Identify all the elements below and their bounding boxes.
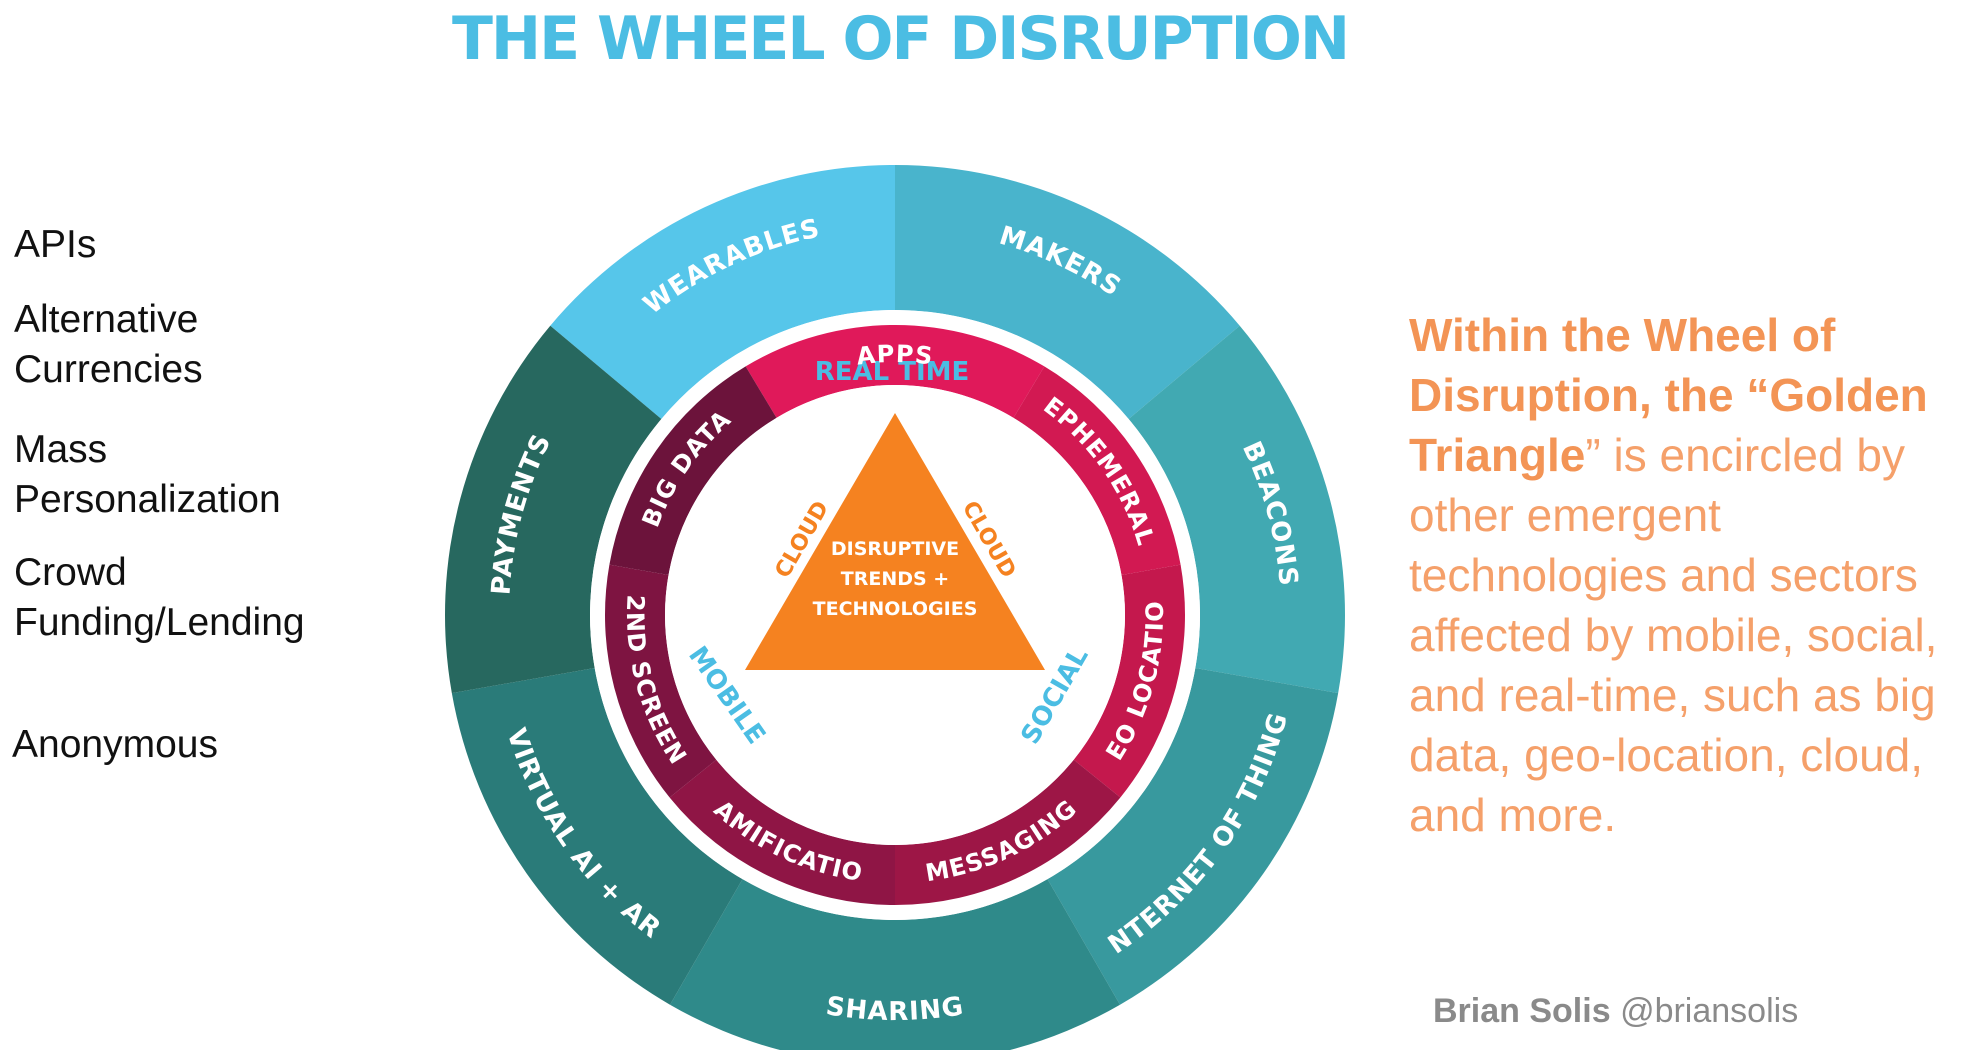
- outer-segment: [1047, 667, 1339, 1005]
- inner-segment: [609, 366, 777, 576]
- side-description: Within the Wheel of Disruption, the “Gol…: [1409, 305, 1968, 845]
- outer-segment: [451, 667, 743, 1005]
- core-label-line: TRENDS +: [841, 568, 949, 590]
- inner-segment: [745, 325, 1045, 418]
- edge-label-real-time: REAL TIME: [815, 357, 970, 387]
- left-item-line: Mass: [14, 428, 108, 471]
- inner-label: APPS: [855, 340, 935, 371]
- outer-segment: [1128, 325, 1345, 694]
- outer-segment: [895, 165, 1240, 419]
- inner-segment: [605, 564, 717, 798]
- outer-segment: [445, 325, 662, 694]
- inner-segment: [1073, 564, 1185, 798]
- author-handle: @briansolis: [1620, 992, 1799, 1030]
- outer-segment: [550, 165, 895, 419]
- outer-label: SHARING: [824, 991, 966, 1027]
- author-name: Brian Solis: [1433, 992, 1611, 1030]
- inner-segment: [669, 759, 895, 905]
- core-label-line: DISRUPTIVE: [831, 538, 959, 560]
- outer-segment: [670, 879, 1120, 1050]
- wheel-title: THE WHEEL OF DISRUPTION: [451, 4, 1350, 74]
- left-item-apis: APIs: [14, 223, 97, 266]
- left-item-line: Currencies: [14, 348, 203, 391]
- golden-triangle: [745, 413, 1045, 670]
- left-item-line: Personalization: [14, 478, 281, 521]
- left-item-line: Funding/Lending: [14, 601, 305, 644]
- side-description-rest: ” is encircled by other emergent technol…: [1409, 429, 1938, 841]
- inner-segment: [1013, 366, 1181, 576]
- left-item-anonymous: Anonymous: [12, 723, 218, 766]
- author-credit: Brian Solis @briansolis: [1433, 992, 1798, 1031]
- left-item-line: Alternative: [14, 298, 199, 341]
- outer-ring: [445, 165, 1345, 1050]
- inner-segment: [895, 759, 1121, 905]
- side-description-bold: Within the Wheel of Disruption, the “Gol…: [1409, 309, 1928, 481]
- core-label-line: TECHNOLOGIES: [813, 598, 978, 620]
- left-item-line: Crowd: [14, 551, 127, 594]
